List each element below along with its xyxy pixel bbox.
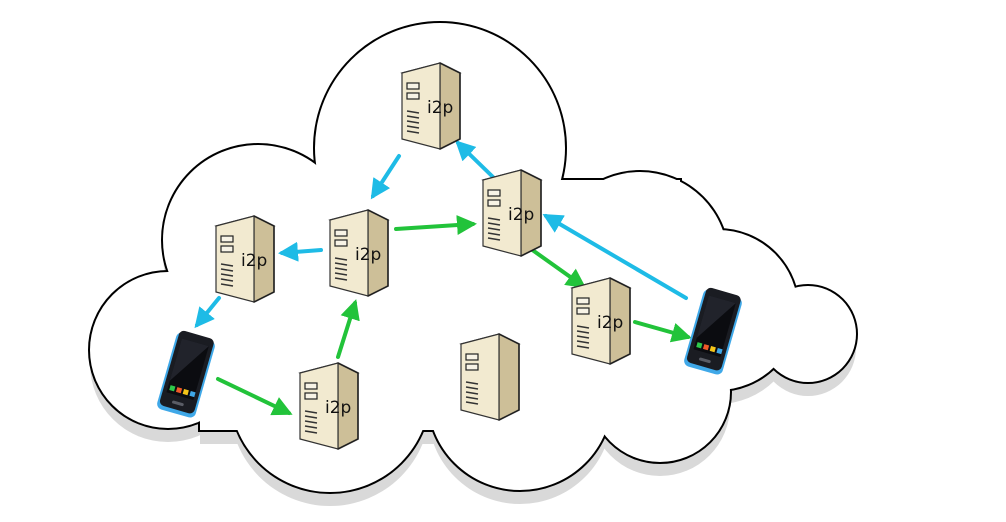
network-cloud [88, 21, 858, 506]
arrow-green-p1-s6 [216, 377, 293, 416]
arrow-blue-p2-s2 [542, 213, 688, 300]
server-s7 [459, 333, 521, 421]
arrow-blue-s2-s3 [370, 154, 401, 200]
server-icon [298, 362, 360, 450]
arrow-green-s3-p2 [633, 320, 692, 343]
arrow-green-s6-s4 [336, 299, 360, 359]
server-icon [481, 169, 543, 257]
server-icon [459, 333, 521, 421]
server-icon [570, 277, 632, 365]
smartphone-icon [684, 287, 742, 375]
arrow-blue-s1-p1 [194, 296, 221, 329]
edges [194, 140, 692, 416]
server-label-s6: i2p [325, 398, 351, 418]
server-s5: i2p [570, 277, 632, 365]
server-icon [328, 209, 390, 297]
phone-p1 [157, 330, 215, 418]
arrow-blue-s5-s1 [278, 241, 323, 262]
server-label-s2: i2p [427, 98, 453, 118]
arrow-green-s4-s5 [394, 215, 477, 236]
server-s6: i2p [298, 362, 360, 450]
server-s4: i2p [481, 169, 543, 257]
server-s1: i2p [214, 215, 276, 303]
server-s2: i2p [400, 62, 462, 150]
server-s3: i2p [328, 209, 390, 297]
arrow-blue-s4-s2 [455, 140, 496, 180]
server-label-s3: i2p [355, 245, 381, 265]
smartphone-icon [157, 330, 215, 418]
arrow-green-s5-s3 [529, 247, 587, 289]
server-icon [400, 62, 462, 150]
server-icon [214, 215, 276, 303]
nodes: i2p i2p i2p i2p i2p i2p [157, 62, 742, 450]
cloud-fill [90, 23, 856, 492]
server-label-s1: i2p [241, 251, 267, 271]
server-label-s5: i2p [597, 313, 623, 333]
server-label-s4: i2p [508, 205, 534, 225]
phone-p2 [684, 287, 742, 375]
